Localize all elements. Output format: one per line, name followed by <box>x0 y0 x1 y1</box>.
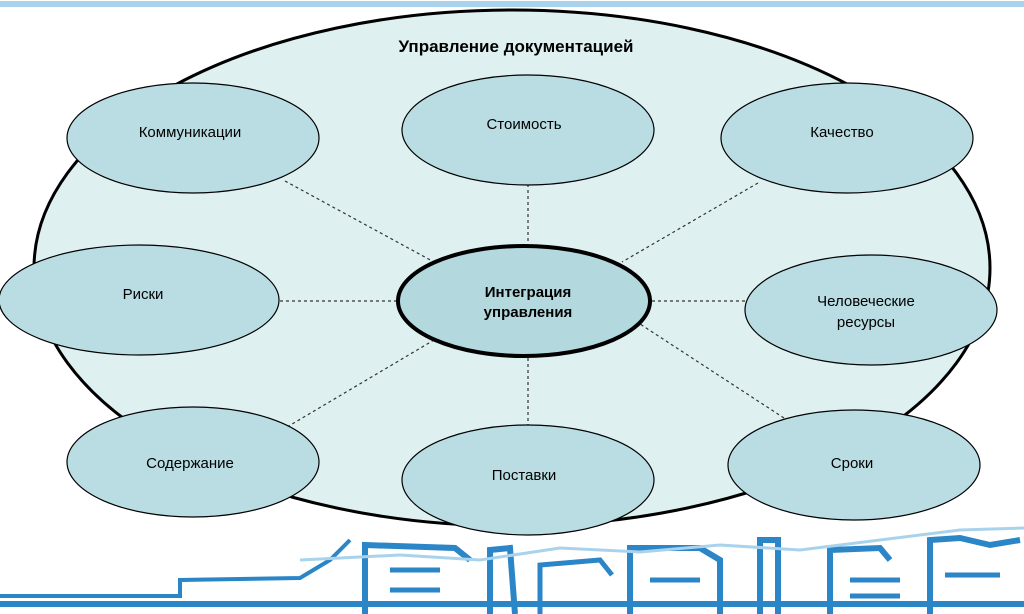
area-label-procurement: Поставки <box>492 467 557 484</box>
center-label-line-2: управления <box>484 304 573 321</box>
area-node-risks: Риски <box>0 244 280 356</box>
diagram-title: Управление документацией <box>399 37 634 56</box>
connector-quality <box>621 182 759 263</box>
area-node-procurement: Поставки <box>401 424 655 536</box>
area-node-cost: Стоимость <box>401 74 655 186</box>
connector-lines <box>268 180 785 431</box>
area-label-human-resources-line-1: Человеческие <box>817 293 915 310</box>
area-label-risks: Риски <box>123 286 164 303</box>
decor-stroke <box>299 526 1024 562</box>
area-label-human-resources-line-2: ресурсы <box>837 314 895 331</box>
area-node-human-resources: Человеческие ресурсы <box>744 254 998 366</box>
decor-stroke <box>362 541 472 614</box>
center-node-integration: Интеграция управления <box>396 244 652 358</box>
center-label-line-1: Интеграция <box>485 284 571 301</box>
area-node-communications: Коммуникации <box>66 82 320 194</box>
decor-stroke <box>757 537 781 614</box>
area-label-cost: Стоимость <box>486 116 561 133</box>
decor-stroke <box>927 534 1021 614</box>
area-label-scope: Содержание <box>146 455 234 472</box>
area-label-quality: Качество <box>810 124 873 141</box>
connector-communications <box>284 180 435 263</box>
decor-stroke <box>827 544 893 614</box>
area-node-schedule: Сроки <box>727 409 981 521</box>
decor-stroke <box>850 577 900 599</box>
decor-stroke <box>390 567 440 593</box>
decor-stroke <box>487 544 518 614</box>
decor-stroke <box>537 557 614 614</box>
area-node-scope: Содержание <box>66 406 320 518</box>
area-label-communications: Коммуникации <box>139 124 242 141</box>
decor-stroke <box>0 538 352 598</box>
area-label-schedule: Сроки <box>831 455 873 472</box>
connector-schedule <box>639 323 785 419</box>
area-node-quality: Качество <box>720 82 974 194</box>
